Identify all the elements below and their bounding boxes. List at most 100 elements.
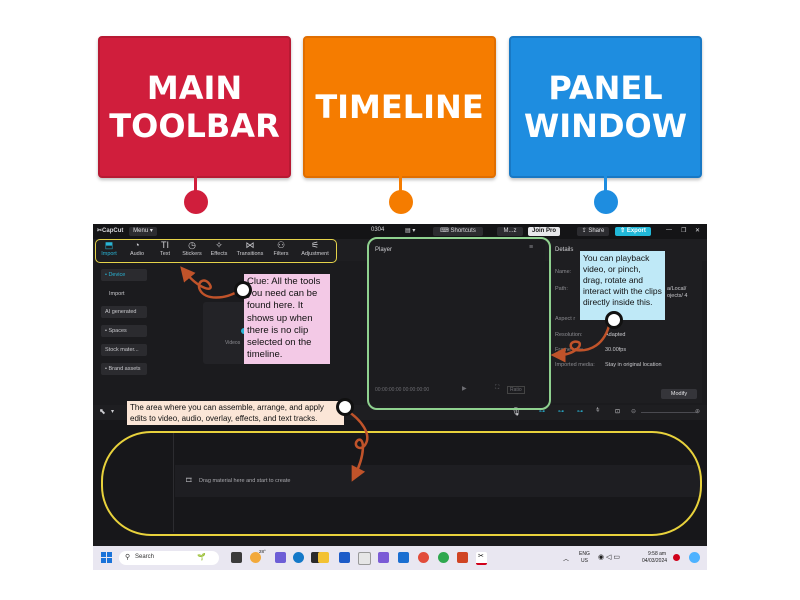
modify-button[interactable]: Modify	[661, 389, 697, 399]
copilot-tray-icon[interactable]	[689, 552, 700, 563]
player-callout: You can playback video, or pinch, drag, …	[580, 251, 665, 320]
timeline-arrow	[345, 408, 369, 482]
user-button[interactable]: M...z	[497, 227, 523, 236]
edge-icon[interactable]	[293, 552, 304, 563]
search-highlight-icon: 🌱	[197, 554, 206, 561]
chrome-profile-icon[interactable]	[438, 552, 449, 563]
main-toolbar-dot	[184, 190, 208, 214]
player-panel: Player ≡ 00:00:00:00 00:00:00:00 ▶ ⛶ Rat…	[369, 239, 545, 406]
split-icon[interactable]: ⫩	[596, 408, 600, 414]
play-icon[interactable]: ▶	[462, 386, 467, 392]
task-view-icon[interactable]	[231, 552, 242, 563]
player-marker	[605, 311, 623, 329]
taskbar-date[interactable]: 04/03/2024	[642, 558, 668, 564]
panel-window-connector	[604, 176, 607, 196]
effects-icon: ✧	[215, 240, 223, 250]
toolbar-arrow	[180, 266, 241, 299]
teams-icon[interactable]	[275, 552, 286, 563]
toolbar-audio[interactable]: ◔Audio	[123, 240, 151, 257]
windows-start-icon[interactable]	[101, 552, 112, 563]
share-button[interactable]: ⇪ Share	[577, 227, 609, 236]
shortcuts-button[interactable]: ⌨ Shortcuts	[433, 227, 483, 236]
app-logo: ✂CapCut	[97, 228, 124, 234]
weather-temp: 28°	[259, 549, 266, 554]
timeline-callout: The area where you can assemble, arrange…	[127, 401, 344, 425]
restore-icon[interactable]: ❐	[681, 228, 687, 234]
toolbar-effects[interactable]: ✧Effects	[205, 240, 233, 257]
sidebar-item-ai-generated[interactable]: AI generated	[101, 306, 147, 318]
menu-button[interactable]: Menu ▾	[129, 227, 157, 236]
player-menu-icon[interactable]: ≡	[529, 244, 534, 251]
minimize-icon[interactable]: —	[666, 227, 672, 233]
link-icon-1[interactable]: ⊶	[539, 409, 545, 415]
dropbox-icon[interactable]	[339, 552, 350, 563]
zoom-slider[interactable]	[641, 412, 697, 413]
layout-icon[interactable]: ▤ ▾	[405, 228, 416, 234]
fullscreen-icon[interactable]: ⛶	[495, 385, 500, 391]
toolbar-import[interactable]: ⬒Import	[95, 240, 123, 257]
detail-label-name: Name:	[555, 269, 572, 275]
select-cursor-icon[interactable]: ⬉	[99, 407, 106, 416]
copilot-icon[interactable]	[378, 552, 389, 563]
wifi-volume-battery-icon[interactable]: ◉ ◁ ▭	[598, 554, 620, 561]
folder-icon[interactable]	[318, 552, 329, 563]
cursor-dropdown-icon[interactable]: ▾	[111, 409, 115, 415]
language-code[interactable]: ENG	[579, 551, 590, 557]
close-icon[interactable]: ✕	[695, 228, 701, 234]
chrome-icon[interactable]	[418, 552, 429, 563]
adjustment-icon: ⚟	[310, 240, 320, 250]
language-region[interactable]: US	[581, 558, 588, 564]
sidebar-item-device[interactable]: • Device	[101, 269, 147, 281]
microphone-icon[interactable]: 🎙	[511, 407, 522, 416]
tray-chevron-icon[interactable]: ︿	[563, 557, 570, 563]
panel-window-dot	[594, 190, 618, 214]
notification-icon[interactable]	[673, 554, 680, 561]
sidebar-item-spaces[interactable]: • Spaces	[101, 325, 147, 337]
detail-value-resolution: Adapted	[605, 332, 626, 338]
export-button[interactable]: ⇧ Export	[615, 227, 651, 236]
detail-label-path: Path:	[555, 286, 568, 292]
detail-value-imported-media: Stay in original location	[605, 362, 662, 368]
taskbar-search[interactable]: ⚲ Search 🌱	[119, 551, 219, 565]
toolbar-highlight	[95, 239, 337, 263]
toolbar-adjustment[interactable]: ⚟Adjustment	[299, 240, 331, 257]
media-hint: Videos	[225, 340, 241, 346]
taskbar-time[interactable]: 9:58 am	[648, 551, 667, 557]
powerpoint-icon[interactable]	[457, 552, 468, 563]
store-icon[interactable]	[311, 552, 322, 563]
import-icon: ⬒	[104, 240, 114, 250]
join-pro-button[interactable]: Join Pro	[528, 227, 560, 236]
toolbar-transitions[interactable]: ⋈Transitions	[236, 240, 264, 257]
toolbar-stickers[interactable]: ◷Stickers	[178, 240, 206, 257]
timeline-connector	[399, 176, 402, 196]
text-icon: TI	[161, 240, 169, 250]
share-icon: ⇪	[581, 228, 589, 234]
amazon-icon[interactable]	[358, 552, 371, 565]
preview-icon[interactable]: ⊡	[615, 409, 621, 415]
search-icon: ⚲	[125, 554, 131, 561]
link-icon-2[interactable]: ⊶	[558, 409, 564, 415]
keyboard-icon: ⌨	[440, 228, 451, 234]
player-timecode: 00:00:00:00 00:00:00:00	[375, 387, 430, 393]
chevron-down-icon: ▾	[148, 228, 153, 234]
title-bar: ✂CapCut Menu ▾ 0304 ▤ ▾ ⌨ Shortcuts M...…	[93, 224, 707, 239]
sidebar-item-import[interactable]: Import	[109, 291, 125, 297]
sidebar-item-brand-assets[interactable]: • Brand assets	[101, 363, 147, 375]
sidebar-item-stock-material[interactable]: Stock mater...	[101, 344, 147, 356]
ratio-button[interactable]: Ratio	[507, 386, 525, 394]
timeline-area[interactable]: 🎞 Drag material here and start to create	[93, 420, 707, 540]
mail-icon[interactable]	[398, 552, 409, 563]
detail-value-frame-rate: 30.00fps	[605, 347, 627, 353]
link-icon-3[interactable]: ⊶	[577, 409, 583, 415]
toolbar-filters[interactable]: ⚇Filters	[267, 240, 295, 257]
capcut-taskbar-icon[interactable]: ✂	[476, 552, 487, 565]
project-name: 0304	[371, 227, 385, 233]
main-track[interactable]: 🎞 Drag material here and start to create	[175, 465, 700, 497]
zoom-out-icon[interactable]: ⊖	[631, 409, 637, 415]
track-divider	[173, 432, 174, 532]
weather-icon[interactable]	[250, 552, 261, 563]
zoom-in-icon[interactable]: ⊕	[695, 409, 701, 415]
detail-label-resolution: Resolution:	[555, 332, 583, 338]
